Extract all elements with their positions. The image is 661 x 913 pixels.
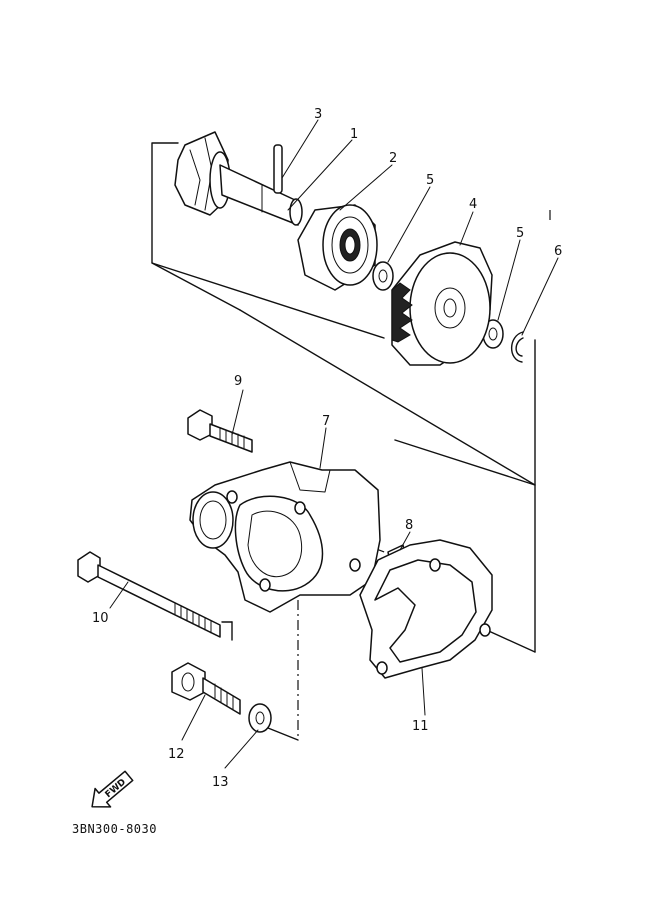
callout-6: 6 bbox=[554, 244, 562, 259]
impeller-gear bbox=[391, 241, 493, 366]
figure-code: 3BN300-8030 bbox=[72, 822, 157, 836]
gasket bbox=[359, 539, 493, 679]
drain-bolt bbox=[171, 662, 241, 715]
washer-upper bbox=[372, 261, 394, 291]
callout-13: 13 bbox=[212, 775, 229, 790]
bearing bbox=[297, 204, 378, 291]
impeller-shaft bbox=[174, 131, 303, 226]
forward-arrow-icon: FWD bbox=[91, 770, 134, 808]
pump-housing bbox=[189, 461, 381, 613]
callout-3: 3 bbox=[314, 107, 322, 122]
callout-9: 8 bbox=[405, 518, 413, 533]
callout-7: 7 bbox=[322, 414, 330, 429]
centerlines bbox=[221, 210, 551, 741]
callout-8: 11 bbox=[412, 719, 429, 734]
leader-lines bbox=[109, 119, 559, 769]
callout-11: 10 bbox=[92, 611, 109, 626]
callout-12: 12 bbox=[168, 747, 185, 762]
drain-washer bbox=[248, 703, 272, 733]
pin bbox=[273, 144, 283, 194]
callout-2: 2 bbox=[389, 151, 397, 166]
callout-1: 1 bbox=[350, 127, 358, 142]
bolt-short bbox=[187, 409, 253, 453]
callout-5-upper: 5 bbox=[426, 173, 434, 188]
bolt-long bbox=[77, 551, 221, 638]
callout-10: 9 bbox=[234, 374, 242, 389]
callout-5-lower: 5 bbox=[516, 226, 524, 241]
callout-4: 4 bbox=[469, 197, 477, 212]
circlip bbox=[510, 331, 524, 363]
assembly-frame-upper bbox=[151, 142, 536, 653]
